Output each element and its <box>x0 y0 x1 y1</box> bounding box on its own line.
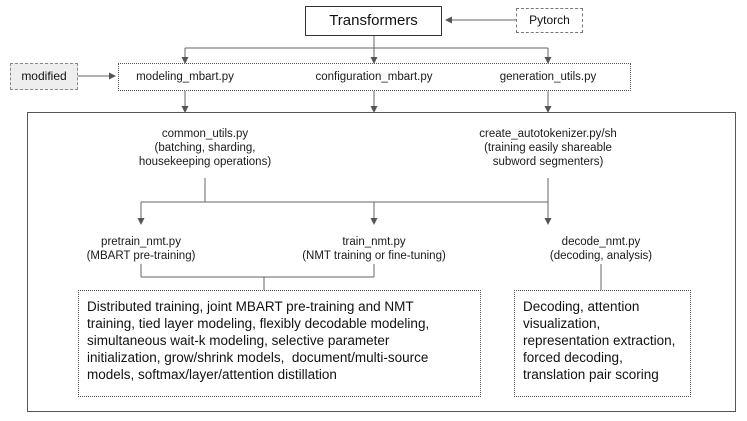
decoding-features-line-4: forced decoding, <box>523 350 623 365</box>
modeling-file-label: modeling_mbart.py <box>136 71 234 83</box>
training-features-line-2: training, tied layer modeling, flexibly … <box>87 316 430 331</box>
autotokenizer-desc-1: (training easily shareable <box>484 142 612 154</box>
decode-name: decode_nmt.py <box>561 236 641 248</box>
decode-node: decode_nmt.py (decoding, analysis) <box>536 235 666 263</box>
decode-desc: (decoding, analysis) <box>549 250 653 262</box>
modified-node: modified <box>10 63 78 90</box>
decoding-features-line-2: visualization, <box>523 316 601 331</box>
decoding-features-line-3: representation extraction, <box>523 333 676 348</box>
decoding-features-line-1: Decoding, attention <box>523 299 640 314</box>
mbart-files-box <box>118 63 631 91</box>
training-features-line-4: initialization, grow/shrink models, docu… <box>87 350 429 365</box>
pretrain-name: pretrain_nmt.py <box>101 236 181 248</box>
autotokenizer-node: create_autotokenizer.py/sh (training eas… <box>448 127 648 169</box>
training-features-line-5: models, softmax/layer/attention distilla… <box>87 367 337 382</box>
common-utils-desc-1: (batching, sharding, <box>154 142 256 154</box>
decoding-features-line-5: translation pair scoring <box>523 367 659 382</box>
configuration-file-label: configuration_mbart.py <box>315 71 433 83</box>
pretrain-node: pretrain_nmt.py (MBART pre-training) <box>71 235 211 263</box>
train-node: train_nmt.py (NMT training or fine-tunin… <box>284 235 464 263</box>
training-features-line-3: simultaneous wait-k modeling, selective … <box>87 333 390 348</box>
toolkit-container <box>27 112 736 412</box>
decoding-features-box: Decoding, attention visualization, repre… <box>514 290 691 397</box>
pytorch-label: Pytorch <box>529 13 570 27</box>
training-features-box: Distributed training, joint MBART pre-tr… <box>78 290 481 397</box>
pretrain-desc: (MBART pre-training) <box>86 250 196 262</box>
generation-file-label: generation_utils.py <box>499 71 597 83</box>
common-utils-name: common_utils.py <box>161 128 249 140</box>
training-features-line-1: Distributed training, joint MBART pre-tr… <box>87 299 414 314</box>
common-utils-desc-2: housekeeping operations) <box>138 156 272 168</box>
autotokenizer-desc-2: subword segmenters) <box>492 156 604 168</box>
pytorch-node: Pytorch <box>516 8 583 33</box>
common-utils-node: common_utils.py (batching, sharding, hou… <box>110 127 300 169</box>
autotokenizer-name: create_autotokenizer.py/sh <box>479 128 617 140</box>
transformers-node: Transformers <box>305 6 442 36</box>
train-desc: (NMT training or fine-tuning) <box>302 250 446 262</box>
transformers-label: Transformers <box>329 12 418 29</box>
modified-label: modified <box>21 69 67 83</box>
train-name: train_nmt.py <box>342 236 406 248</box>
